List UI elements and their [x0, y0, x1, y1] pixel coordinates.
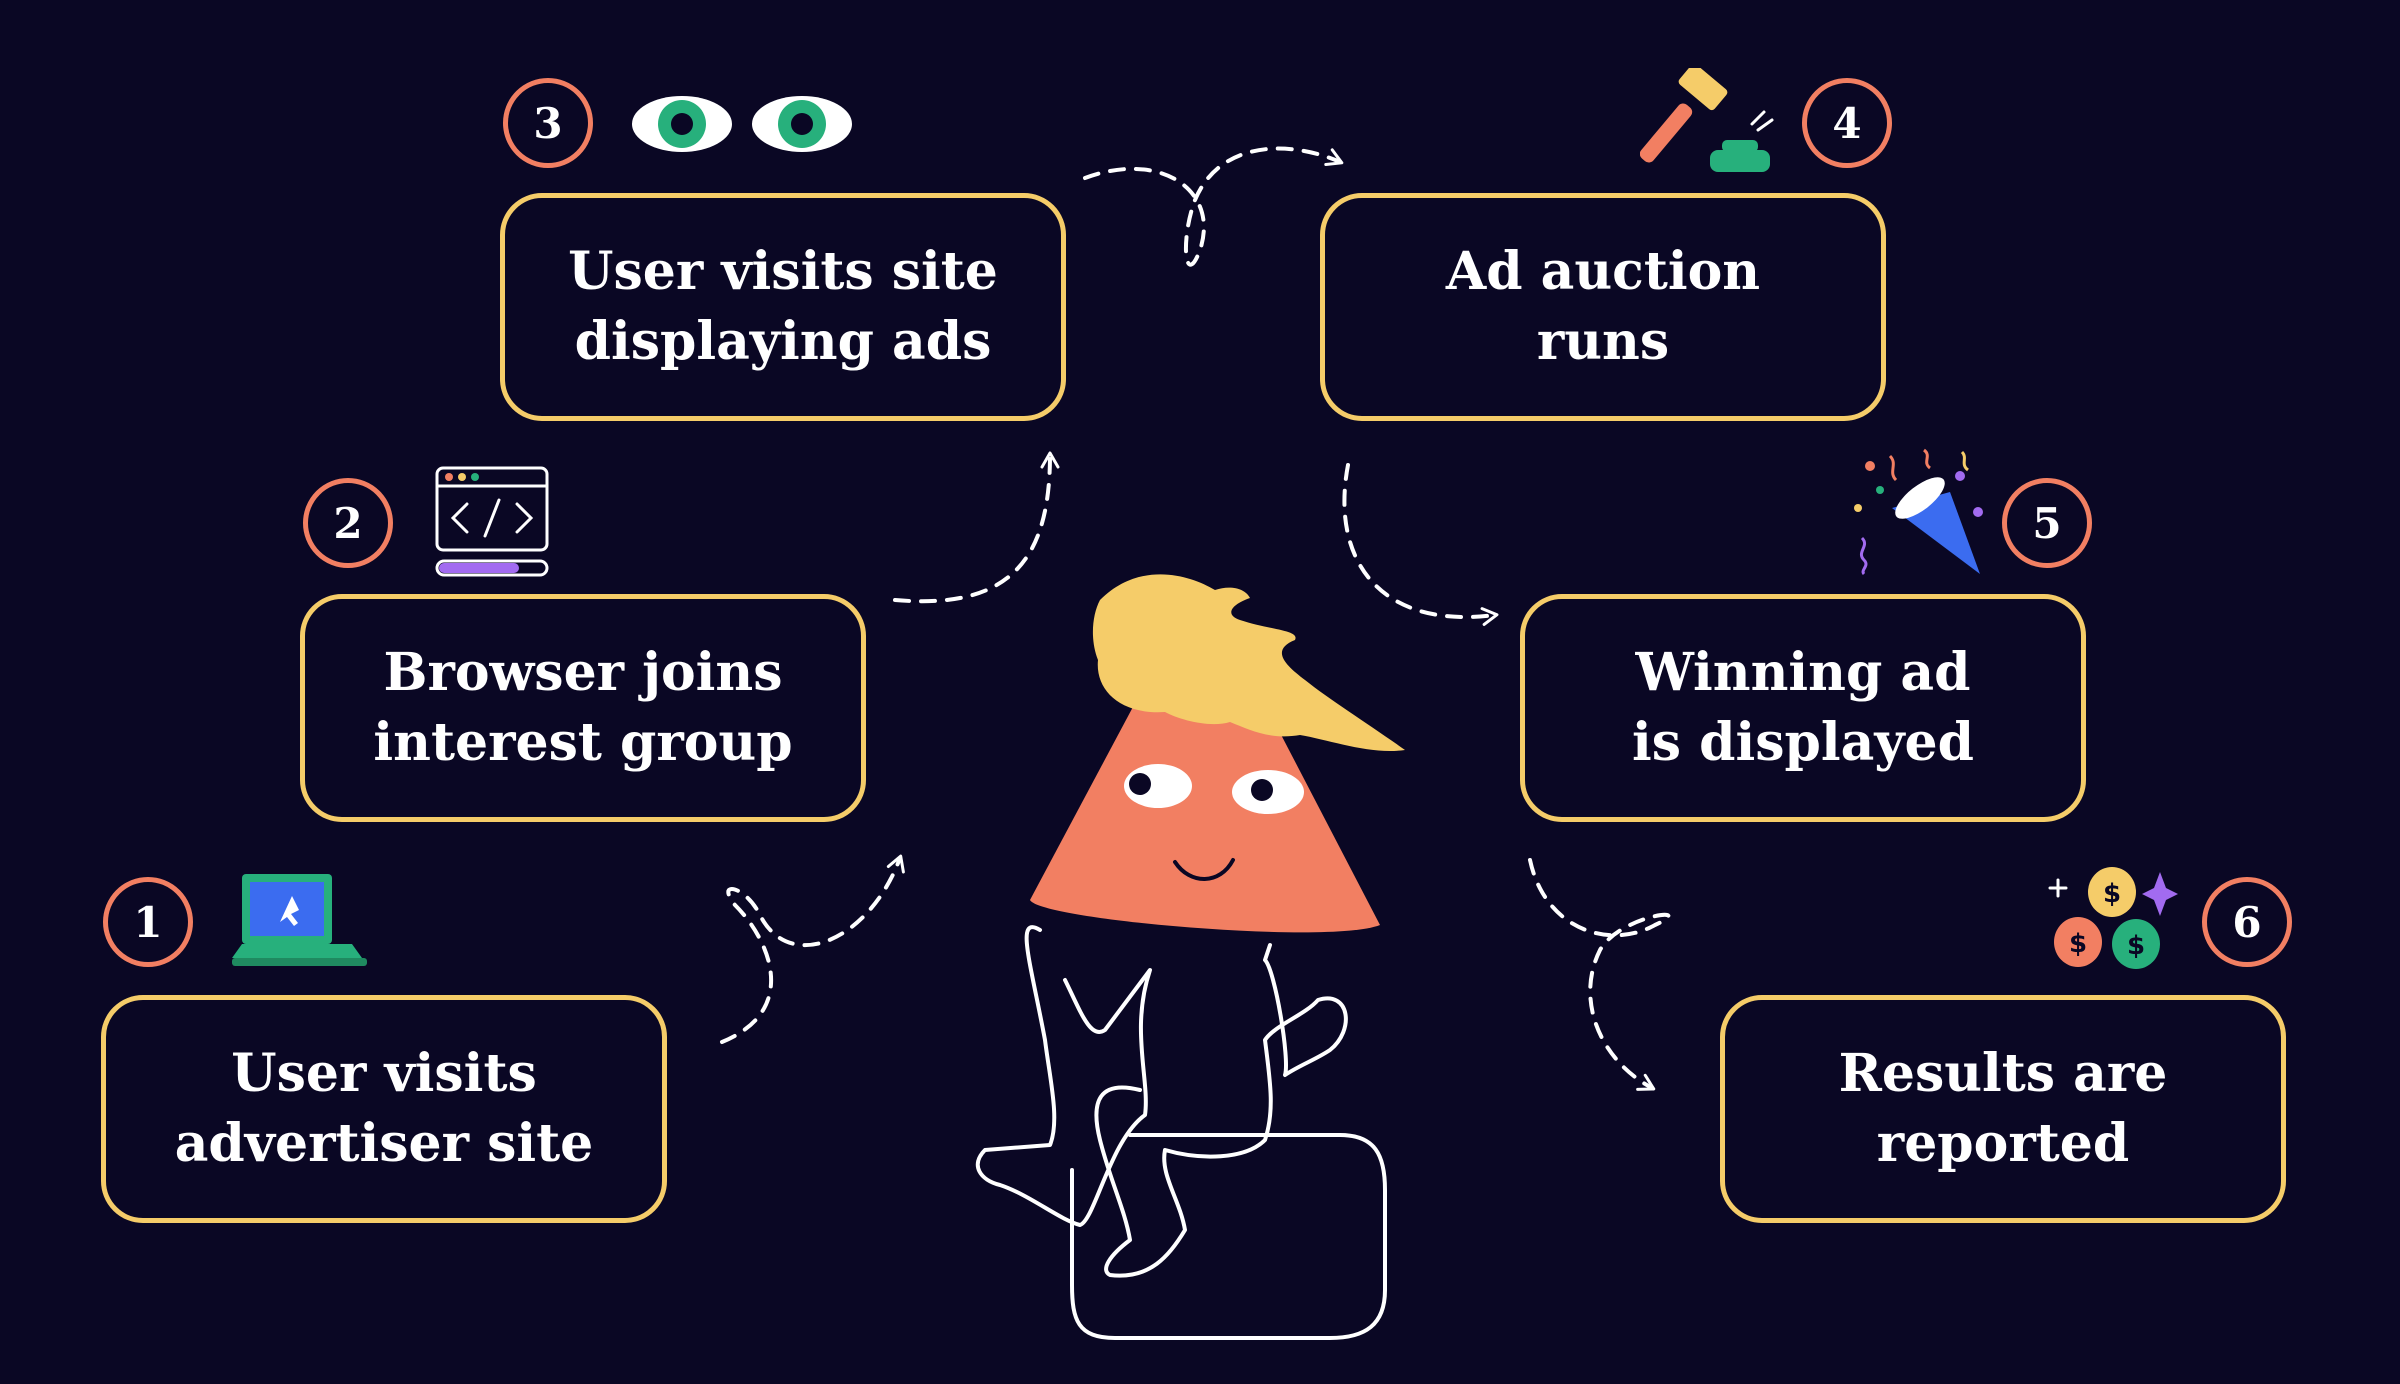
step-3-label: User visits site displaying ads — [568, 241, 998, 372]
party-popper-icon — [1850, 448, 1985, 578]
step-6-label: Results are reported — [1838, 1043, 2168, 1174]
arrow-1-to-2 — [720, 854, 905, 1044]
step-3-box: User visits site displaying ads — [500, 193, 1066, 421]
step-1-label: User visits advertiser site — [174, 1043, 594, 1174]
mascot-smile — [1173, 858, 1235, 881]
step-1-badge: 1 — [103, 877, 193, 967]
step-5-badge: 5 — [2002, 478, 2092, 568]
step-6-badge: 6 — [2202, 877, 2292, 967]
step-2-label: Browser joins interest group — [373, 642, 793, 773]
step-2-number: 2 — [333, 498, 363, 548]
arrow-3-to-4 — [1083, 146, 1344, 267]
svg-text:$: $ — [2127, 931, 2145, 961]
step-2-box: Browser joins interest group — [300, 594, 866, 822]
step-3-badge: 3 — [503, 78, 593, 168]
step-5-box: Winning ad is displayed — [1520, 594, 2086, 822]
gavel-icon — [1639, 63, 1780, 180]
mascot-seat — [1070, 1133, 1387, 1340]
step-3-number: 3 — [533, 98, 563, 148]
mascot-leg-right — [1094, 943, 1348, 1278]
step-4-badge: 4 — [1802, 78, 1892, 168]
mascot-leg-left — [975, 925, 1152, 1227]
step-6-number: 6 — [2232, 897, 2262, 947]
step-5-number: 5 — [2032, 498, 2062, 548]
coins-icon: $ $ $ — [2048, 866, 2178, 976]
step-6-box: Results are reported — [1720, 995, 2286, 1223]
step-1-box: User visits advertiser site — [101, 995, 667, 1223]
step-2-badge: 2 — [303, 478, 393, 568]
laptop-icon — [232, 872, 367, 972]
step-1-number: 1 — [133, 897, 163, 947]
mascot-eyes — [1124, 764, 1304, 814]
step-4-label: Ad auction runs — [1445, 241, 1761, 372]
code-window-icon — [433, 464, 551, 579]
arrow-5-to-6 — [1528, 858, 1671, 1091]
mascot-body — [1030, 675, 1380, 933]
step-4-number: 4 — [1832, 98, 1862, 148]
arrow-2-to-3 — [893, 451, 1060, 604]
mascot-hair — [1092, 574, 1405, 752]
arrow-4-to-5 — [1342, 463, 1499, 626]
step-5-label: Winning ad is displayed — [1632, 642, 1974, 773]
eyes-icon — [630, 92, 855, 156]
mascot-illustration — [975, 574, 1405, 1340]
svg-text:$: $ — [2069, 929, 2087, 959]
step-4-box: Ad auction runs — [1320, 193, 1886, 421]
svg-text:$: $ — [2103, 879, 2121, 909]
